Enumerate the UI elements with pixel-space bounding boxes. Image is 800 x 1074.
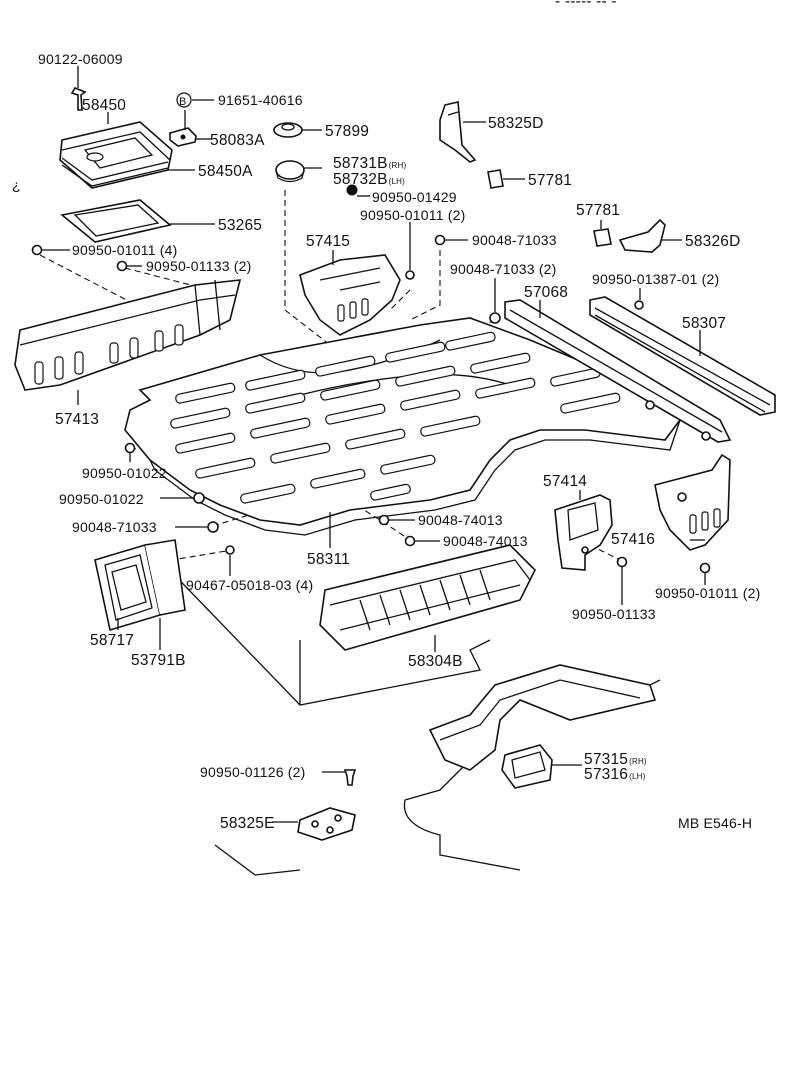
label-badge-b: B bbox=[179, 96, 187, 108]
crossmember-58304B bbox=[319, 544, 536, 651]
stray-mark: ¿ bbox=[12, 177, 21, 193]
label-90950-01133: 90950-01133 bbox=[572, 606, 656, 622]
label-58325E: 58325E bbox=[220, 815, 275, 832]
label-57781a: 57781 bbox=[528, 172, 572, 189]
label-90950-01022a: 90950-01022 bbox=[82, 465, 167, 481]
label-90048-71033a: 90048-71033 bbox=[472, 232, 557, 248]
frame-bottom bbox=[428, 664, 657, 771]
label-90950-01126-2: 90950-01126 (2) bbox=[200, 764, 305, 780]
label-90950-01429: 90950-01429 bbox=[372, 189, 457, 205]
bracket-57415 bbox=[299, 254, 401, 336]
rail-57068 bbox=[504, 299, 732, 443]
bracket-58325D bbox=[439, 101, 477, 163]
label-58450A: 58450A bbox=[198, 163, 253, 180]
bracket-57416 bbox=[654, 453, 731, 551]
part-labels: 90122-06009 58450 B 91651-40616 58083A 5… bbox=[38, 51, 760, 832]
fasteners bbox=[31, 184, 711, 786]
label-57415: 57415 bbox=[306, 233, 350, 250]
diagram-code: MB E546-H bbox=[678, 815, 752, 831]
label-90950-01387-01-2: 90950-01387-01 (2) bbox=[592, 271, 719, 287]
label-58326D: 58326D bbox=[685, 233, 741, 250]
label-90950-01011-2a: 90950-01011 (2) bbox=[360, 207, 465, 223]
floor-slots bbox=[170, 331, 621, 504]
label-57315: 57315(RH) bbox=[584, 751, 647, 768]
rail-58307 bbox=[589, 296, 776, 416]
label-58717: 58717 bbox=[90, 632, 134, 649]
bracket-58326D bbox=[618, 218, 666, 253]
label-90048-71033b: 90048-71033 bbox=[72, 519, 157, 535]
label-57316: 57316(LH) bbox=[584, 766, 646, 783]
label-58732B: 58732B(LH) bbox=[333, 171, 405, 188]
plug-58731B bbox=[275, 160, 305, 183]
floor-pan-58311 bbox=[124, 317, 682, 536]
label-90950-01011-4: 90950-01011 (4) bbox=[72, 242, 177, 258]
label-90950-01022b: 90950-01022 bbox=[59, 491, 144, 507]
bracket-57414 bbox=[554, 494, 613, 571]
label-57899: 57899 bbox=[325, 123, 369, 140]
pad-57781b bbox=[593, 228, 612, 247]
frame-53791B bbox=[144, 539, 186, 616]
label-58311: 58311 bbox=[307, 551, 350, 568]
label-53791B: 53791B bbox=[131, 652, 186, 669]
label-91651-40616: 91651-40616 bbox=[218, 92, 303, 108]
label-58450: 58450 bbox=[82, 97, 126, 114]
label-90467-05018-03-4: 90467-05018-03 (4) bbox=[186, 577, 313, 593]
label-90950-01011-2b: 90950-01011 (2) bbox=[655, 585, 760, 601]
plate-58325E bbox=[297, 807, 356, 841]
label-90950-01133-2: 90950-01133 (2) bbox=[146, 258, 251, 274]
header-fragment: - ----- -- - bbox=[555, 0, 617, 10]
label-57414: 57414 bbox=[543, 473, 587, 490]
label-57413: 57413 bbox=[55, 411, 99, 428]
leader-lines bbox=[42, 66, 706, 823]
plug-57899 bbox=[273, 122, 303, 138]
label-90048-71033-2: 90048-71033 (2) bbox=[450, 261, 557, 277]
pad-57781a bbox=[487, 169, 504, 189]
side-member-57413 bbox=[14, 279, 242, 391]
label-58325D: 58325D bbox=[488, 115, 544, 132]
clip-58083A bbox=[169, 127, 197, 147]
label-57068: 57068 bbox=[524, 284, 568, 301]
label-90048-74013b: 90048-74013 bbox=[443, 533, 528, 549]
b-badge-circle bbox=[176, 92, 192, 108]
crossmember-ribs bbox=[359, 569, 491, 631]
label-58307: 58307 bbox=[682, 315, 726, 332]
label-57416: 57416 bbox=[611, 531, 655, 548]
label-58083A: 58083A bbox=[210, 132, 265, 149]
bolt-90122 bbox=[70, 87, 87, 111]
gasket-53265 bbox=[60, 199, 172, 243]
label-57781b: 57781 bbox=[576, 202, 620, 219]
label-58731B: 58731B(RH) bbox=[333, 155, 406, 172]
label-90048-74013a: 90048-74013 bbox=[418, 512, 503, 528]
label-53265: 53265 bbox=[218, 217, 262, 234]
label-58304B: 58304B bbox=[408, 653, 463, 670]
label-90122-06009: 90122-06009 bbox=[38, 51, 123, 67]
bracket-57315 bbox=[501, 744, 553, 789]
cover-58450 bbox=[59, 121, 173, 189]
